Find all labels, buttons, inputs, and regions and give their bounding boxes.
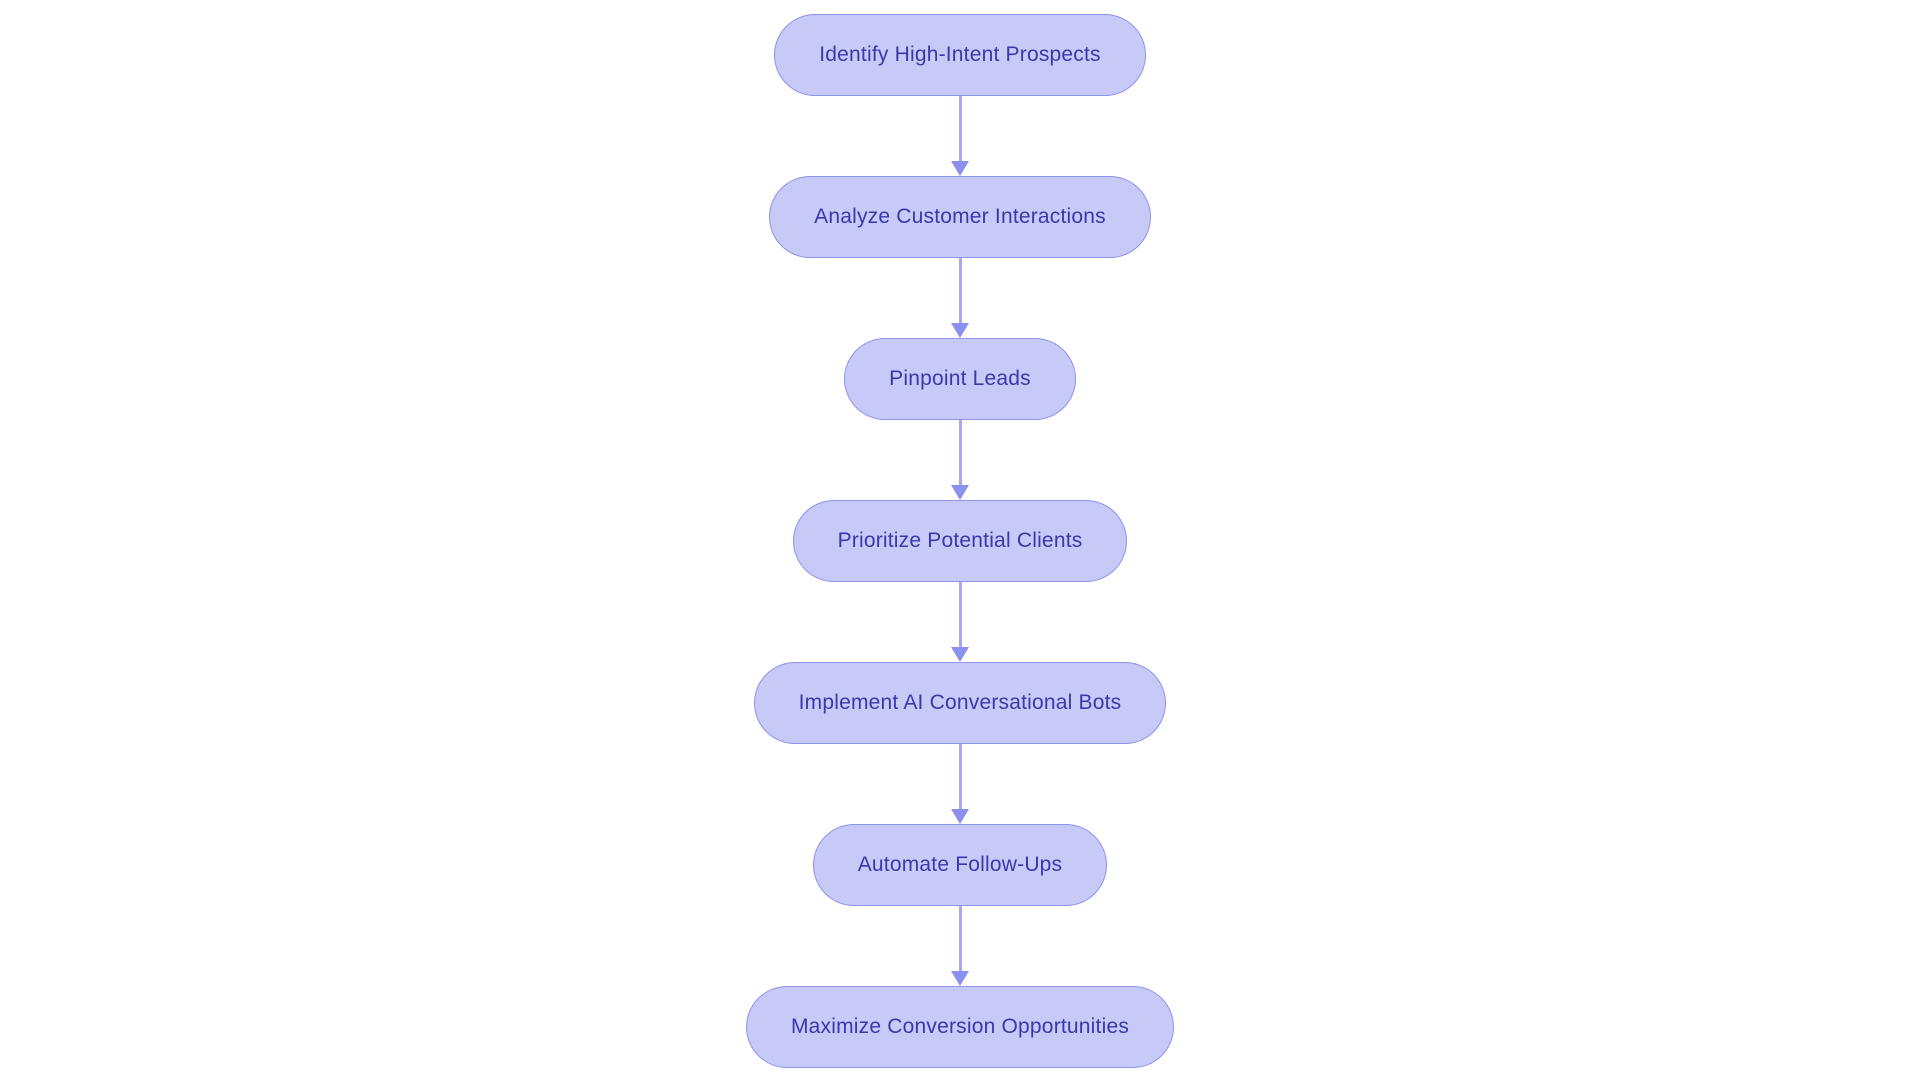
node-label: Prioritize Potential Clients — [837, 529, 1083, 552]
node-label: Identify High-Intent Prospects — [819, 43, 1101, 66]
node-label: Implement AI Conversational Bots — [798, 691, 1122, 714]
flow-node-identify-high-intent-prospects: Identify High-Intent Prospects — [774, 14, 1146, 96]
arrow-head-icon — [951, 809, 969, 824]
node-label: Maximize Conversion Opportunities — [790, 1015, 1130, 1038]
arrow-line — [958, 96, 962, 161]
flow-arrow — [951, 744, 969, 824]
arrow-line — [958, 420, 962, 485]
flowchart: Identify High-Intent Prospects Analyze C… — [0, 14, 1920, 1068]
arrow-line — [958, 582, 962, 647]
flow-node-pinpoint-leads: Pinpoint Leads — [844, 338, 1076, 420]
arrow-line — [958, 258, 962, 323]
flow-arrow — [951, 906, 969, 986]
arrow-head-icon — [951, 971, 969, 986]
flow-arrow — [951, 420, 969, 500]
node-label: Automate Follow-Ups — [857, 853, 1063, 876]
node-label: Analyze Customer Interactions — [814, 205, 1106, 228]
flow-node-analyze-customer-interactions: Analyze Customer Interactions — [769, 176, 1151, 258]
flow-arrow — [951, 96, 969, 176]
arrow-head-icon — [951, 647, 969, 662]
flow-node-maximize-conversion-opportunities: Maximize Conversion Opportunities — [745, 986, 1175, 1068]
flow-arrow — [951, 582, 969, 662]
flow-node-implement-ai-conversational-bots: Implement AI Conversational Bots — [753, 662, 1167, 744]
arrow-head-icon — [951, 323, 969, 338]
flow-node-automate-follow-ups: Automate Follow-Ups — [812, 824, 1108, 906]
arrow-line — [958, 906, 962, 971]
arrow-head-icon — [951, 485, 969, 500]
flow-node-prioritize-potential-clients: Prioritize Potential Clients — [792, 500, 1128, 582]
node-label: Pinpoint Leads — [889, 367, 1031, 390]
arrow-line — [958, 744, 962, 809]
arrow-head-icon — [951, 161, 969, 176]
flow-arrow — [951, 258, 969, 338]
